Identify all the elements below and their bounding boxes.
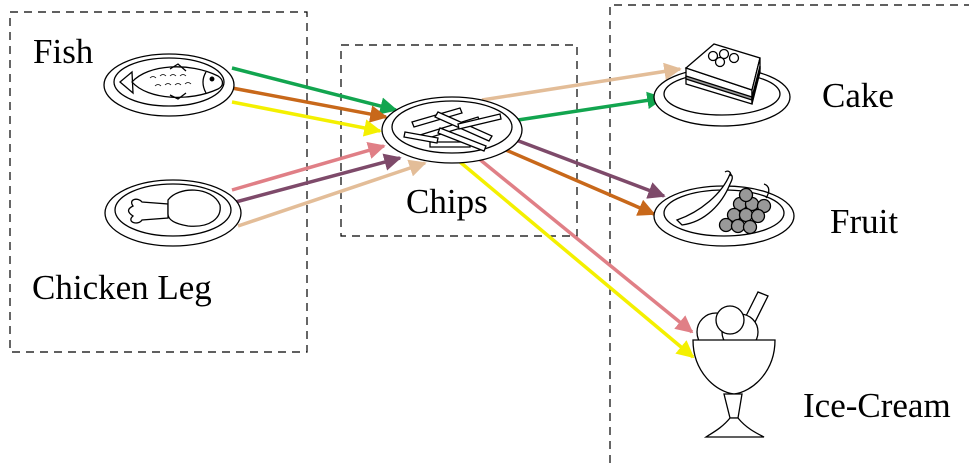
label-fish: Fish	[33, 32, 94, 71]
fish-plate-icon	[103, 53, 235, 117]
fruit-plate-icon	[653, 170, 795, 247]
arrow-chicken-chips-pink	[231, 141, 386, 192]
arrow-fish-chips-yellow	[231, 100, 382, 137]
label-ice-cream: Ice-Cream	[803, 386, 951, 425]
arrow-chips-fruit-purple	[515, 138, 666, 199]
arrow-chicken-chips-purple	[231, 153, 402, 205]
arrow-chips-icecream-yellow	[458, 160, 695, 359]
sides-group-box	[340, 44, 578, 237]
arrow-fish-chips-green	[231, 66, 398, 115]
chips-plate-icon	[381, 96, 523, 164]
arrow-chicken-chips-tan	[237, 159, 427, 228]
arrow-chips-icecream-pink	[476, 156, 694, 334]
label-fruit: Fruit	[830, 202, 899, 241]
arrow-fish-chips-orange	[231, 86, 388, 123]
label-chicken-leg: Chicken Leg	[32, 268, 212, 307]
ice-cream-icon	[692, 291, 776, 438]
arrow-chips-fruit-orange	[505, 148, 656, 216]
label-chips: Chips	[406, 182, 488, 221]
chicken-leg-plate-icon	[104, 179, 242, 247]
arrow-chips-cake-green	[517, 91, 665, 122]
arrows	[231, 62, 695, 359]
arrow-chips-cake-tan	[481, 62, 682, 102]
cake-plate-icon	[653, 43, 791, 127]
label-cake: Cake	[822, 76, 894, 115]
